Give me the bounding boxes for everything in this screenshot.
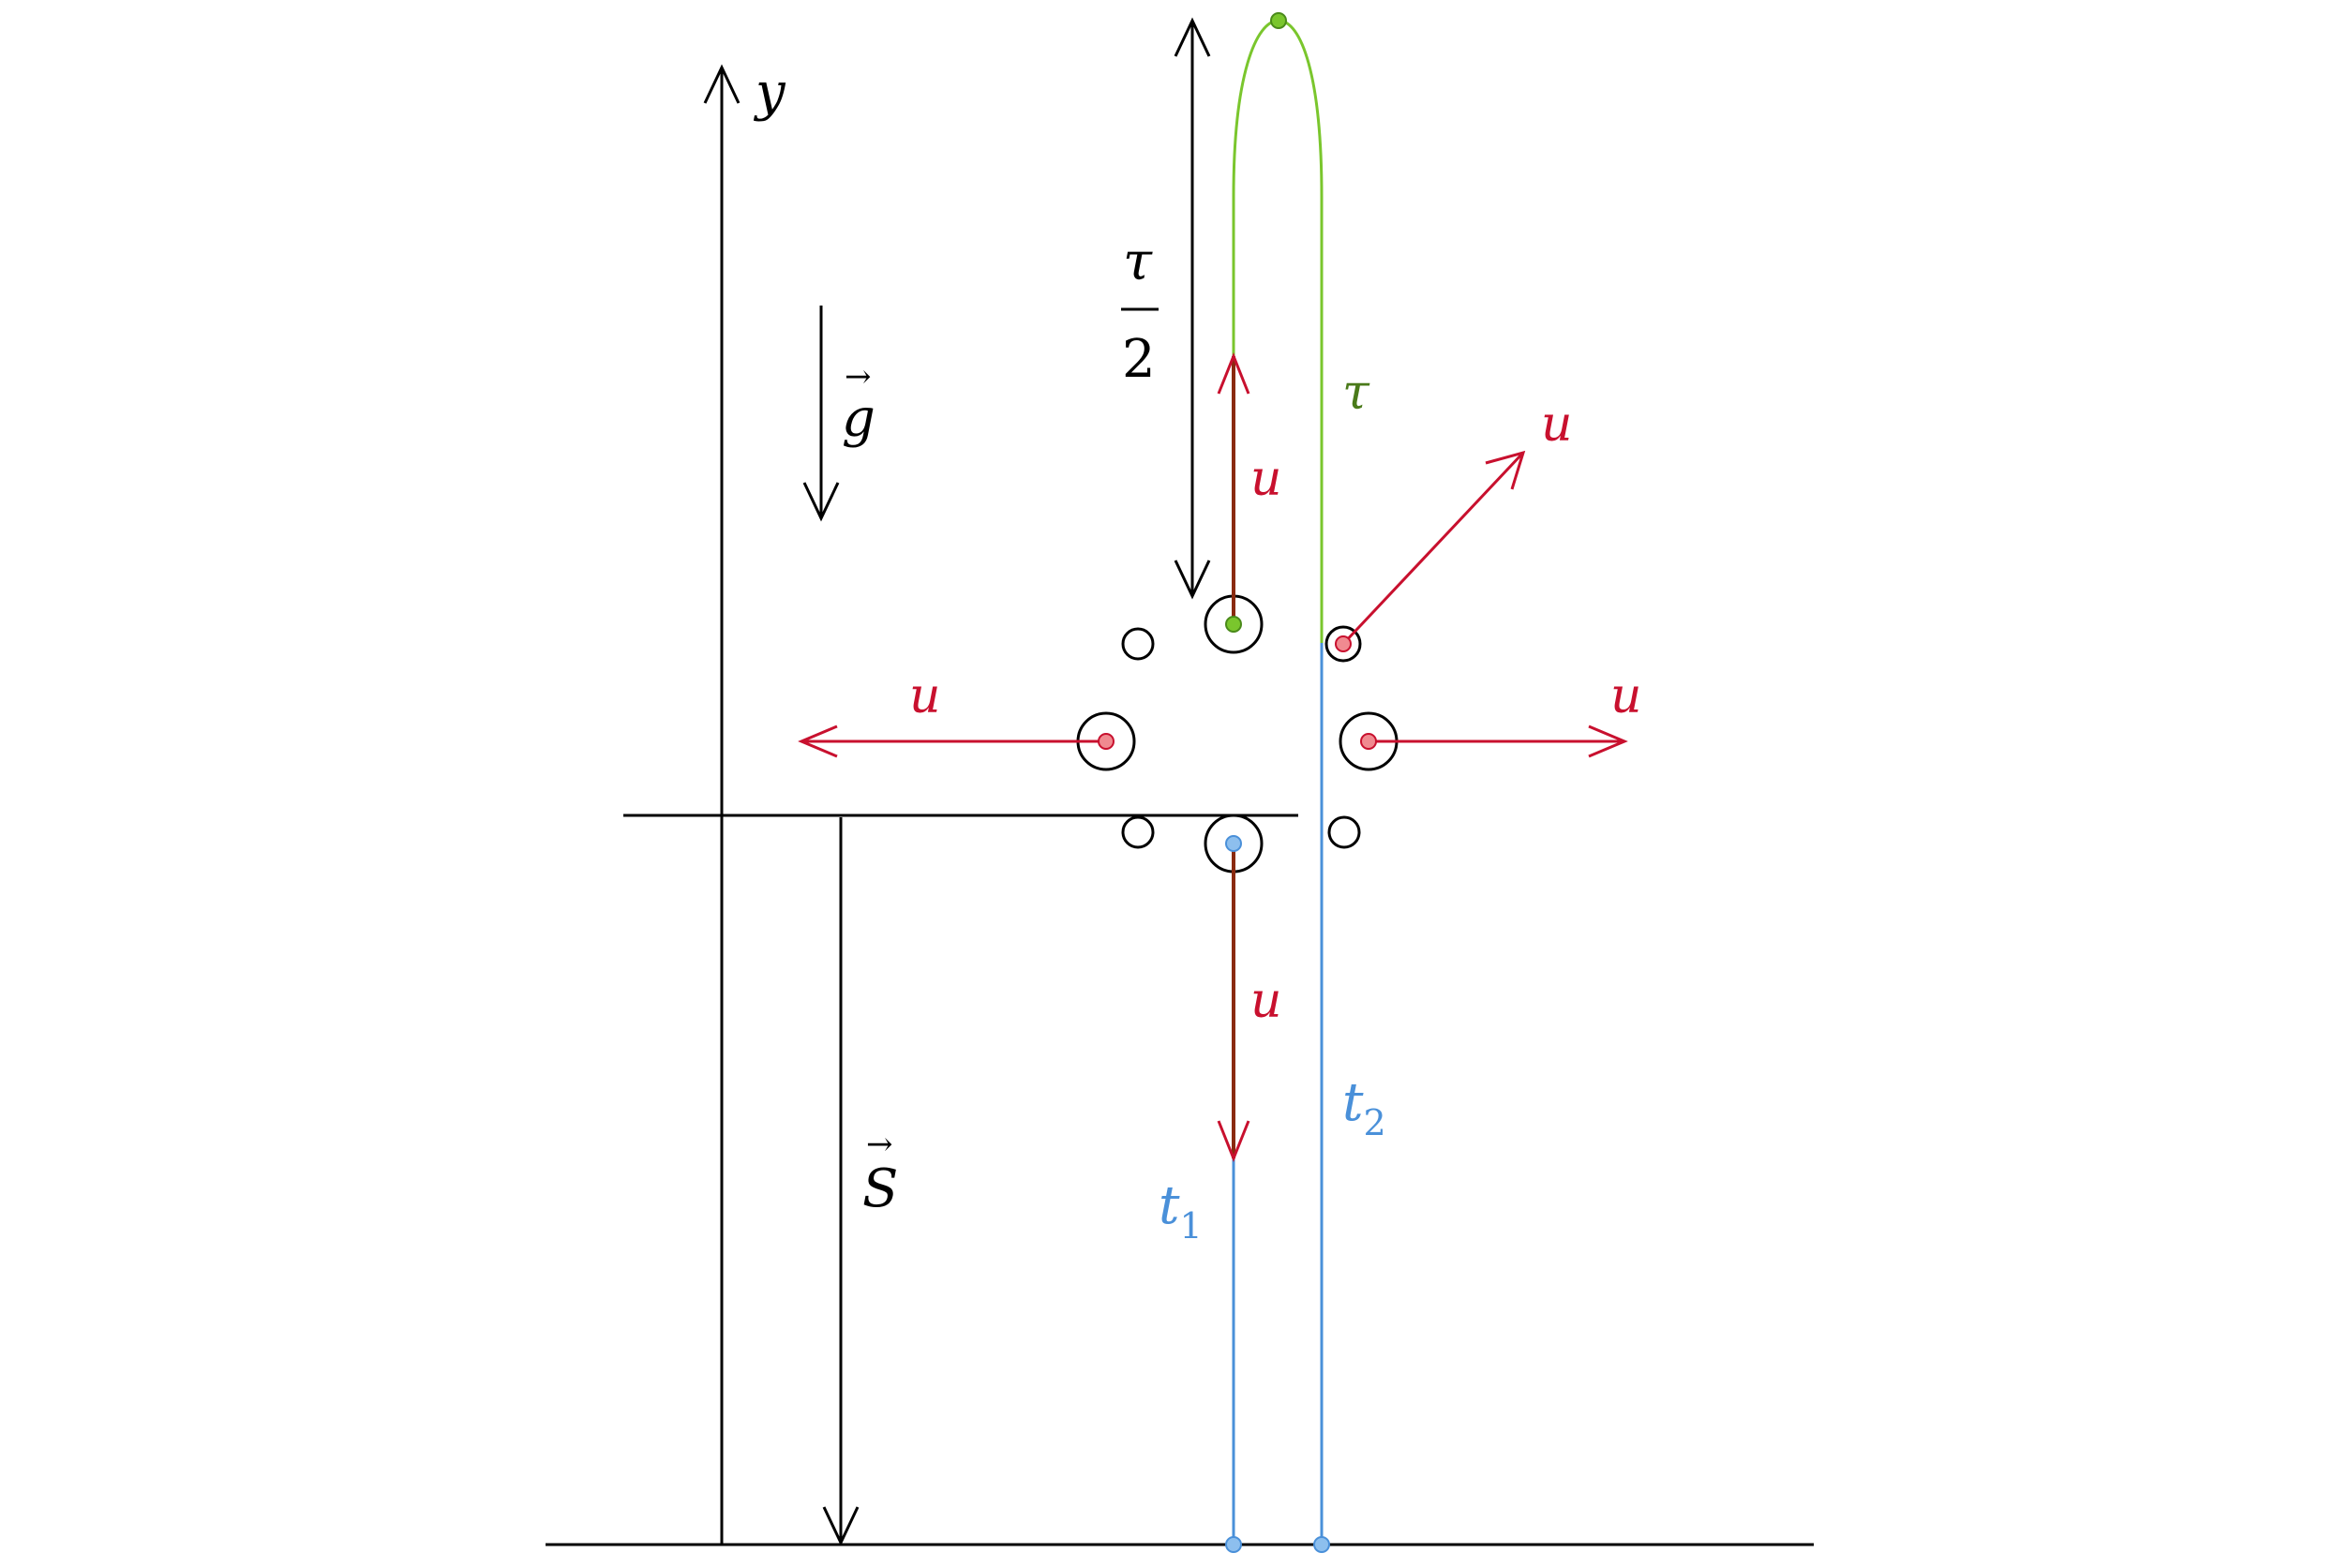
position-marker-b <box>1121 815 1155 849</box>
t2-landing-point <box>1313 1536 1330 1553</box>
half-tau-numerator: τ <box>1123 231 1153 292</box>
velocity-left-arrow <box>798 724 1106 758</box>
velocity-up-arrow <box>1217 351 1250 622</box>
t1-landing-point <box>1225 1536 1242 1553</box>
tau-label: τ <box>1342 365 1370 421</box>
y-axis-label: y <box>753 62 786 123</box>
y-axis <box>703 64 741 1545</box>
gravity-label: g <box>842 388 875 449</box>
stone-dot-left <box>1098 733 1115 750</box>
stone-dot-down <box>1225 835 1242 852</box>
stone-ring-diag <box>1324 625 1362 663</box>
position-marker-a <box>1121 627 1155 661</box>
displacement-arrow <box>822 817 860 1546</box>
t2-label: t2 <box>1342 1072 1386 1143</box>
stone-dot-diag <box>1335 635 1352 652</box>
gravity-arrow <box>802 306 840 522</box>
velocity-up-label: u <box>1250 451 1282 507</box>
half-tau-denominator: 2 <box>1122 329 1156 390</box>
apex-point <box>1270 12 1287 29</box>
stone-dot-up <box>1225 616 1242 633</box>
displacement-label: S <box>862 1158 898 1219</box>
upward-trajectory <box>1232 19 1324 643</box>
velocity-diagonal-label: u <box>1541 396 1573 453</box>
velocity-diagonal-arrow <box>1341 450 1526 646</box>
displacement-vector-mark: → <box>866 1126 893 1163</box>
stone-dot-right <box>1360 733 1377 750</box>
velocity-right-arrow <box>1369 724 1628 758</box>
position-marker-c <box>1327 815 1361 849</box>
velocity-down-label: u <box>1250 973 1282 1029</box>
velocity-down-arrow <box>1217 845 1250 1163</box>
gravity-vector-mark: → <box>845 358 872 396</box>
half-tau-arrow <box>1174 17 1211 600</box>
t1-label: t1 <box>1159 1175 1203 1247</box>
velocity-right-label: u <box>1610 668 1642 724</box>
velocity-left-label: u <box>909 668 941 724</box>
